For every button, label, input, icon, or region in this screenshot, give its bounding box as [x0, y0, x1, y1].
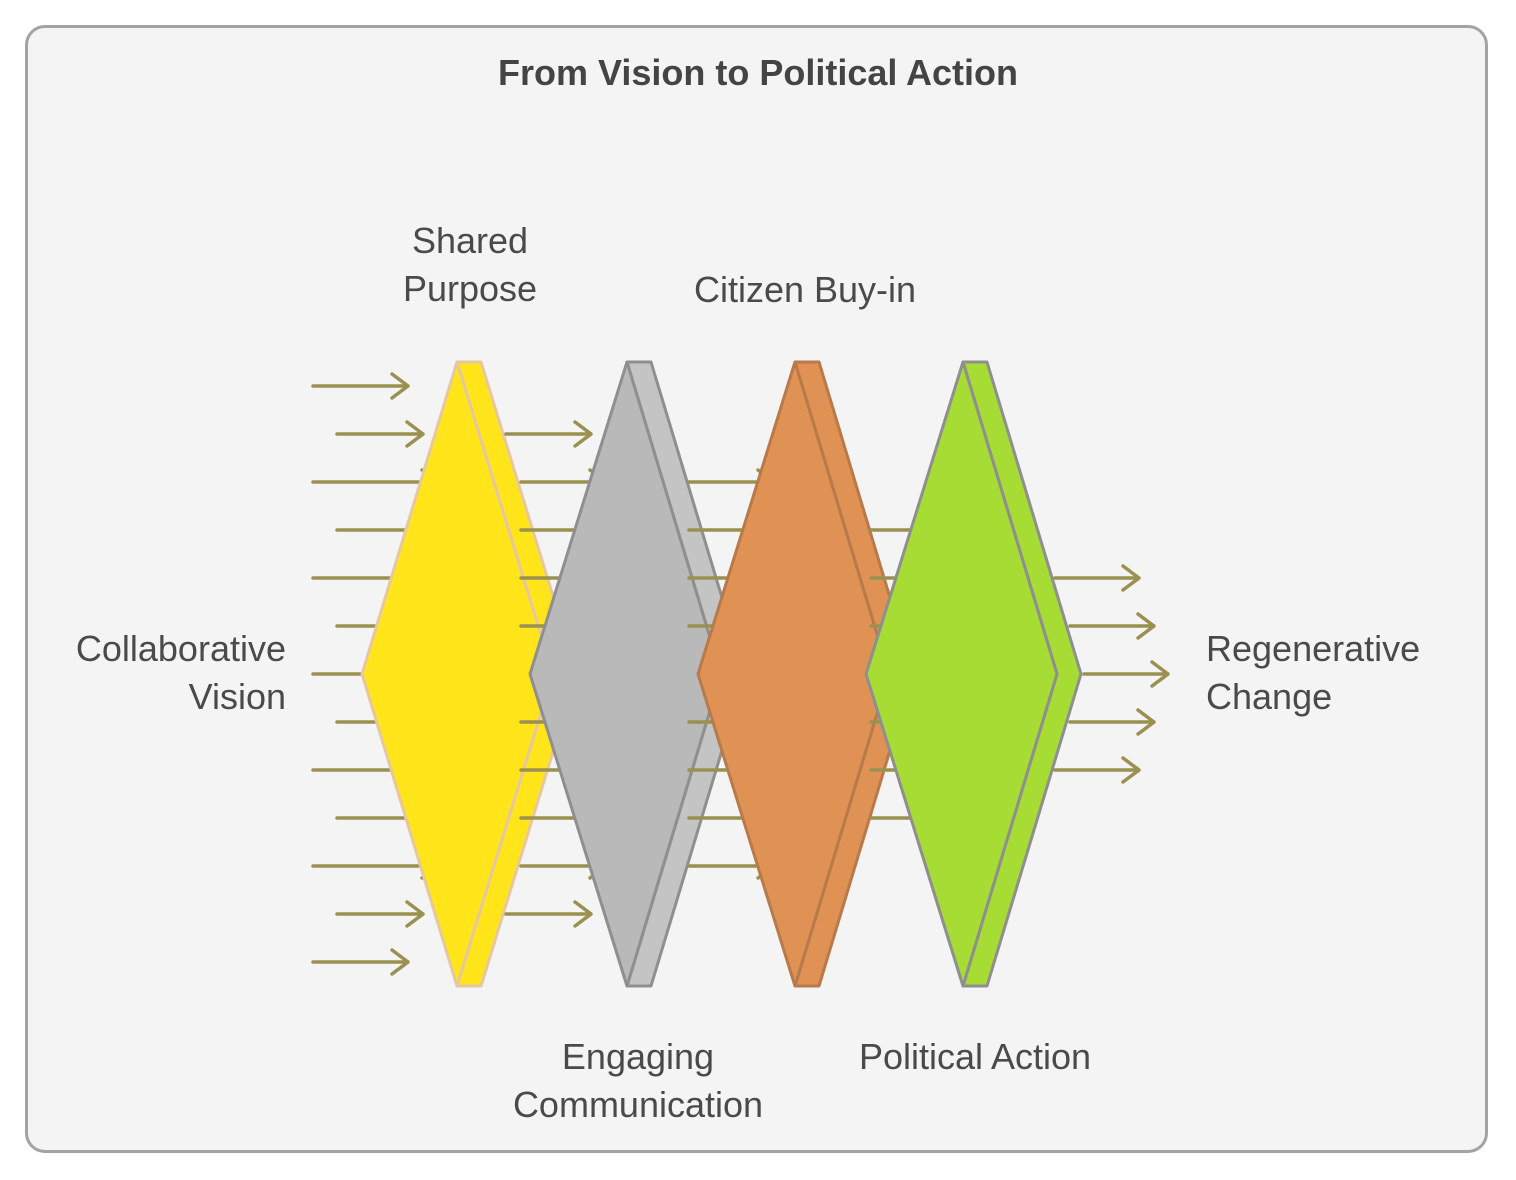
label-line: Engaging	[561, 1036, 715, 1077]
stages-layer	[360, 360, 1170, 988]
label-shared-purpose: Shared Purpose	[390, 217, 550, 313]
label-line: Purpose	[402, 268, 538, 309]
label-regenerative-change: Regenerative Change	[1206, 625, 1496, 721]
label-line: Communication	[512, 1084, 764, 1125]
label-line: Political Action	[858, 1036, 1092, 1077]
stage-front-face	[864, 360, 1059, 988]
stage-political-action	[864, 360, 1083, 988]
diagram-title: From Vision to Political Action	[497, 52, 1019, 93]
label-line: Vision	[188, 676, 286, 717]
stage-front-face	[696, 360, 891, 988]
label-political-action: Political Action	[820, 1033, 1130, 1081]
stage-output-arrows	[1053, 578, 1170, 770]
stage-front-face	[360, 360, 555, 988]
label-line: Regenerative	[1206, 628, 1421, 669]
label-collaborative-vision: Collaborative Vision	[40, 625, 286, 721]
stage-front-face	[528, 360, 723, 988]
label-engaging-communication: Engaging Communication	[478, 1033, 798, 1129]
label-line: Change	[1206, 676, 1333, 717]
label-line: Citizen Buy-in	[693, 269, 917, 310]
label-line: Shared	[411, 220, 529, 261]
label-citizen-buy-in: Citizen Buy-in	[660, 266, 950, 314]
label-line: Collaborative	[75, 628, 286, 669]
